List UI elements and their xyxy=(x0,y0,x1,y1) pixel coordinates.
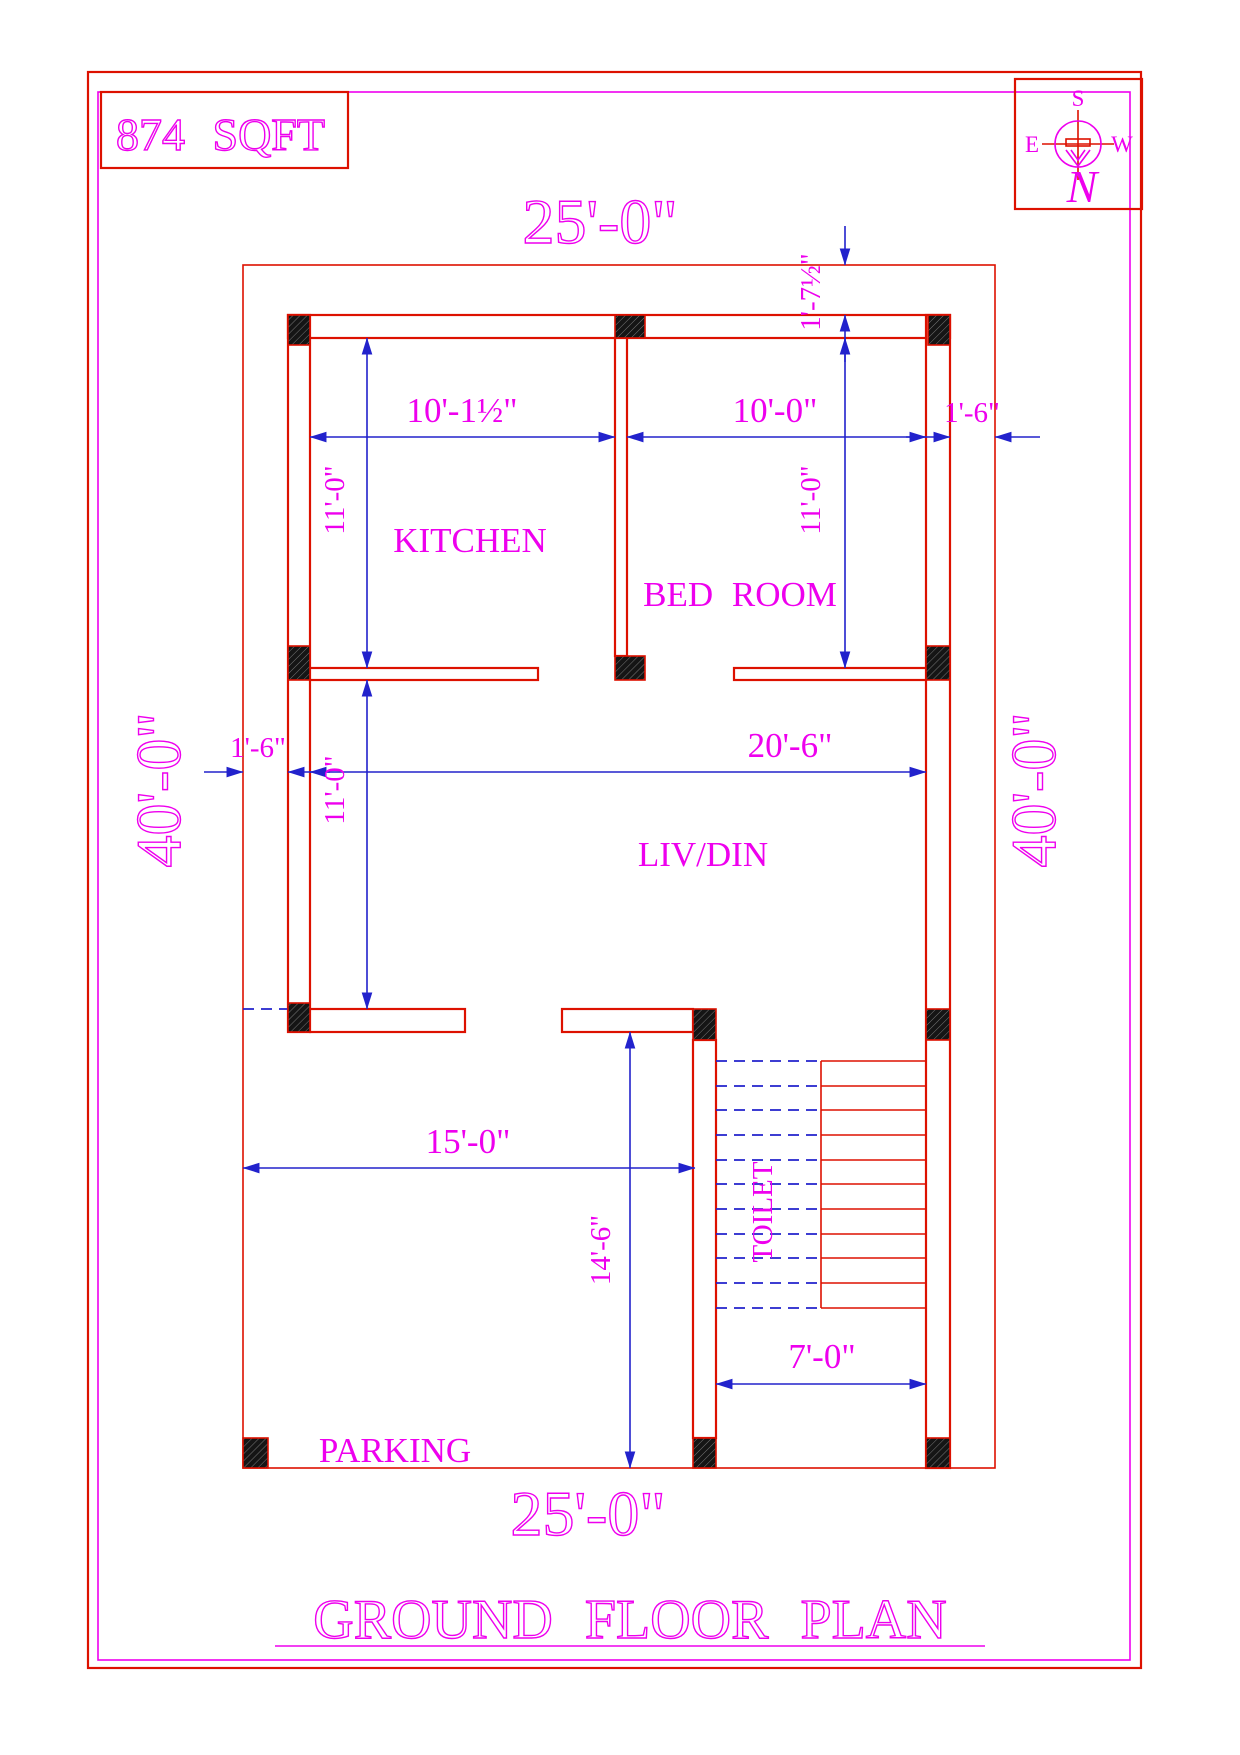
dim-parking-width: 15'-0" xyxy=(242,1122,696,1174)
dim-living-width: 20'-6" xyxy=(309,726,927,778)
dim-kitchen-depth: 11'-0" xyxy=(319,337,373,669)
dim-kitchen-width: 10'-1½" xyxy=(309,391,616,443)
dim-label: 20'-6" xyxy=(748,726,833,765)
dim-label: 1'-6" xyxy=(944,397,1000,429)
compass: S E W N xyxy=(1013,77,1144,212)
page-title: GROUND FLOOR PLAN xyxy=(313,1589,946,1651)
plot-boundary xyxy=(242,264,996,1469)
dim-label: 11'-0" xyxy=(795,465,827,534)
compass-center-box xyxy=(1065,138,1091,147)
column xyxy=(287,314,311,346)
dim-bottom-width: 25'-0" xyxy=(511,1478,666,1549)
compass-north: N xyxy=(1066,161,1100,212)
inner-border xyxy=(97,91,1131,1661)
dim-right-height: 40'-0" xyxy=(998,713,1069,868)
column xyxy=(614,655,646,681)
column xyxy=(925,1437,951,1469)
dim-right-setback: 1'-6" xyxy=(906,397,1040,443)
stair-treads xyxy=(820,1060,926,1309)
building-walls xyxy=(286,313,952,1470)
wall-lower-left-segment xyxy=(308,1007,467,1034)
dim-parking-depth: 14'-6" xyxy=(585,1031,636,1469)
dim-living-depth: 11'-0" xyxy=(319,679,373,1010)
compass-arrow-inner-icon xyxy=(1070,149,1086,162)
area-label: 874 SQFT xyxy=(116,109,325,160)
room-labels: KITCHEN BED ROOM LIV/DIN TOILET PARKING xyxy=(319,521,837,1470)
wall-mid-left-segment xyxy=(308,666,540,682)
staircase xyxy=(716,1060,926,1309)
dim-label: 14'-6" xyxy=(585,1215,617,1285)
compass-east: E xyxy=(1025,132,1039,157)
column xyxy=(925,645,951,681)
dim-bedroom-depth: 11'-0" xyxy=(795,337,851,669)
compass-west: W xyxy=(1111,132,1133,157)
column xyxy=(692,1437,717,1469)
dim-label: 1'-7½" xyxy=(795,253,827,330)
dim-bedroom-width: 10'-0" xyxy=(626,391,927,443)
wall-toilet-left xyxy=(691,1038,718,1440)
outer-border xyxy=(86,70,1143,1670)
room-label-kitchen: KITCHEN xyxy=(393,521,547,560)
column xyxy=(925,1008,951,1041)
dim-label: 10'-0" xyxy=(733,391,818,430)
columns xyxy=(242,314,951,1469)
dim-label: 11'-0" xyxy=(319,465,351,534)
room-label-parking: PARKING xyxy=(319,1431,471,1470)
column xyxy=(614,314,646,339)
dim-top-setback: 1'-7½" xyxy=(795,226,851,362)
wall-right xyxy=(924,313,952,1470)
dim-label: 10'-1½" xyxy=(407,391,518,430)
title-block: GROUND FLOOR PLAN xyxy=(275,1588,985,1652)
dim-left-setback: 1'-6" xyxy=(204,732,330,778)
compass-frame xyxy=(1013,77,1144,211)
column xyxy=(692,1008,717,1041)
overall-dimensions: 25'-0" 25'-0" 40'-0" 40'-0" xyxy=(122,185,1069,1549)
compass-south: S xyxy=(1072,86,1085,111)
area-label-box: 874 SQFT xyxy=(99,90,350,170)
room-label-living: LIV/DIN xyxy=(638,835,768,874)
dim-label: 11'-0" xyxy=(319,755,351,824)
column xyxy=(287,1002,311,1033)
wall-mid-right-segment xyxy=(732,666,928,682)
dim-left-height: 40'-0" xyxy=(123,713,194,868)
dim-stair-width: 7'-0" xyxy=(715,1337,927,1390)
dim-label: 7'-0" xyxy=(788,1337,855,1376)
wall-lower-mid-segment xyxy=(560,1007,695,1034)
column xyxy=(927,314,951,346)
compass-arrow-icon xyxy=(1065,149,1091,168)
dim-top-width: 25'-0" xyxy=(523,186,678,257)
room-label-toilet: TOILET xyxy=(747,1161,779,1262)
wall-kitchen-bedroom-divider xyxy=(613,336,629,658)
dim-label: 15'-0" xyxy=(426,1122,511,1161)
area-label-frame xyxy=(99,90,350,170)
dim-label: 1'-6" xyxy=(230,732,286,764)
column xyxy=(287,645,311,681)
column xyxy=(242,1437,269,1469)
room-label-bedroom: BED ROOM xyxy=(643,575,837,614)
